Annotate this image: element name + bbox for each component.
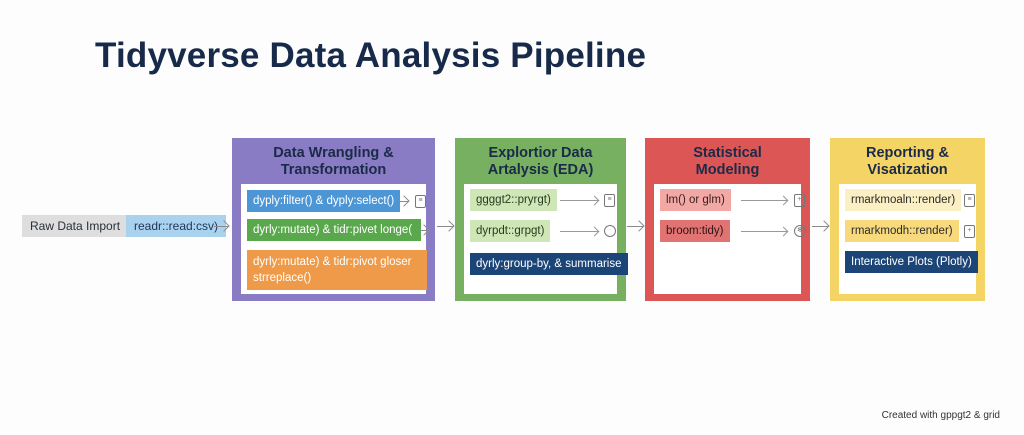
arrow-icon [419,230,428,231]
raw-data-import-node: Raw Data Import [22,215,129,237]
arrow-icon [560,231,598,232]
stage-body: dyply:filter() & dyply:select() ≡ dyrly:… [241,184,428,294]
arrow-readr-to-wrangling [214,226,228,227]
arrow-eda-to-modeling [627,226,643,227]
document-icon: ≡ [415,195,426,208]
stage-body: rmarkmoaln::render) ≡ rmarkmodh::render)… [839,184,978,294]
page-title: Tidyverse Data Analysis Pipeline [95,36,647,75]
stage-reporting: Reporting &Visatization rmarkmoaln::rend… [830,138,985,301]
stage-data-wrangling: Data Wrangling &Transformation dyply:fil… [232,138,435,301]
stage-body: ggggt2::pryrgt) ≡ dyrpdt::grpgt) dyrly:g… [464,184,628,294]
arrow-icon [560,200,598,201]
arrow-wrangling-to-eda [437,226,453,227]
step-rmarkdown-render-1: rmarkmoaln::render) [845,189,962,211]
stage-body: lm() or glm) + broom:tidy) ✻ [654,184,806,294]
readr-node: readr::read:csv) [126,215,227,237]
document-icon: ≡ [604,194,615,207]
document-icon: + [964,225,975,238]
arrow-modeling-to-reporting [812,226,828,227]
arrow-icon [399,201,408,202]
step-mutate-pivot-wider: dyrly:mutate) & tidr:pivot gloser strrep… [247,250,427,290]
step-interactive-plots: Interactive Plots (Plotly) [845,251,978,273]
footer-credit: Created with gppgt2 & grid [881,410,1000,421]
arrow-icon [741,200,787,201]
step-mutate-pivot-longer: dyrly:mutate) & tidr:pivet longe( [247,219,421,241]
step-ggplot: ggggt2::pryrgt) [470,189,557,211]
step-filter-select: dyply:filter() & dyply:select() [247,190,401,212]
step-group-by-summarise: dyrly:group-by, & summarise [470,253,628,275]
stage-title: Reporting &Visatization [866,145,949,178]
pie-chart-icon [604,225,616,237]
arrow-icon [741,231,787,232]
step-dplyr-grpgt: dyrpdt::grpgt) [470,220,551,242]
gear-icon: ✻ [794,225,806,237]
step-broom-tidy: broom:tidy) [660,220,730,242]
stage-title: Data Wrangling &Transformation [273,145,394,178]
document-icon: ≡ [964,194,975,207]
step-rmarkdown-render-2: rmarkmodh::render) [845,220,959,242]
step-lm-glm: lm() or glm) [660,189,731,211]
document-icon: + [794,194,805,207]
